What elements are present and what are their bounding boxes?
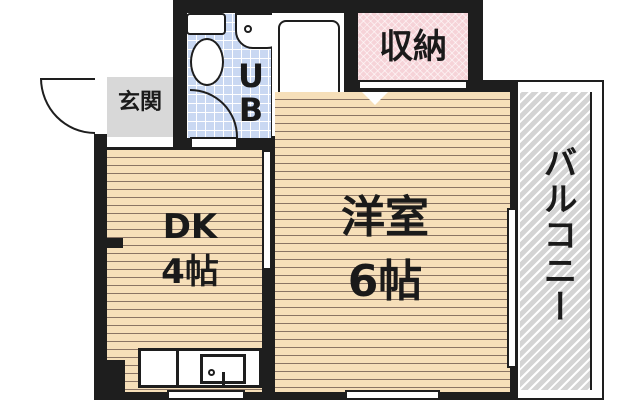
sink-drain-icon <box>244 25 252 33</box>
unit-bath-label-u: U <box>238 57 264 95</box>
toilet-icon <box>190 38 224 86</box>
storage-area <box>358 13 468 80</box>
toilet-tank-icon <box>186 13 226 35</box>
balcony-area <box>520 92 592 390</box>
dk-wall-stub <box>107 238 123 248</box>
kitchen-faucet-icon <box>208 369 215 376</box>
dk-corner-wall <box>107 360 125 392</box>
dk-room-sliding-door[interactable] <box>262 150 272 270</box>
entrance-door-swing[interactable] <box>40 78 95 134</box>
entrance-step <box>107 137 173 147</box>
kitchen-counter-divider <box>176 350 179 386</box>
kitchen-tap-icon <box>222 372 225 386</box>
entrance-door-opening <box>95 78 107 134</box>
storage-door[interactable] <box>358 80 468 90</box>
dk-window[interactable] <box>167 390 245 400</box>
entrance-label: 玄関 <box>117 90 162 115</box>
dk-size: 4帖 <box>161 252 219 292</box>
storage-door-marker-icon <box>362 92 388 105</box>
western-room-floor <box>275 92 510 392</box>
unit-bath-label-b: B <box>238 91 264 129</box>
balcony-sliding-window[interactable] <box>507 208 517 368</box>
western-room-label: 洋室 <box>341 192 429 243</box>
dk-label: DK <box>162 207 218 247</box>
western-room-window[interactable] <box>345 390 440 400</box>
entrance-area <box>107 77 173 137</box>
storage-label: 収納 <box>379 27 447 67</box>
bath-door-opening <box>190 137 238 149</box>
western-room-size: 6帖 <box>347 256 423 307</box>
balcony-label: バルコニー <box>537 145 577 325</box>
